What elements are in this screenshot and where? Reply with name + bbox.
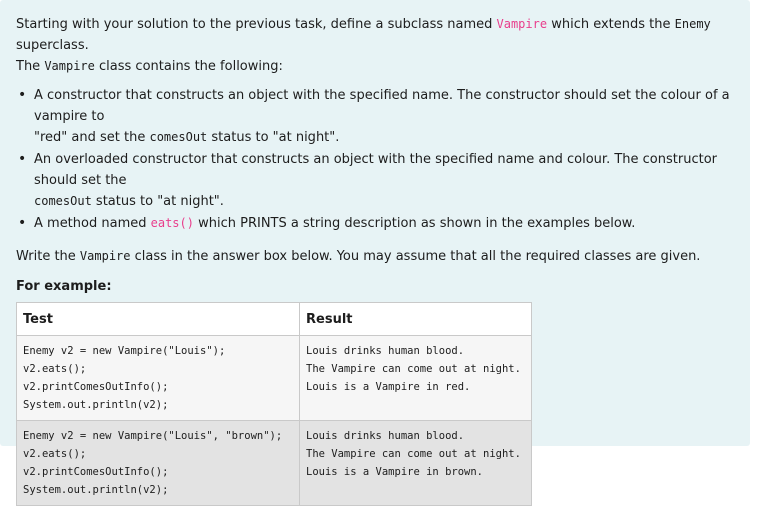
intro: Starting with your solution to the previ…	[16, 14, 744, 77]
code-line: v2.eats();	[23, 448, 87, 460]
class-name-code: Vampire	[496, 17, 548, 31]
question-text: Starting with your solution to the previ…	[16, 14, 744, 506]
intro-text: Starting with your solution to the previ…	[16, 17, 497, 32]
intro-text: which extends the	[547, 17, 675, 32]
code-line: System.out.println(v2);	[23, 484, 169, 496]
list-item-text: A method named	[34, 216, 151, 231]
list-item-text: which PRINTS a string description as sho…	[193, 216, 636, 231]
list-item: • A constructor that constructs an objec…	[16, 85, 744, 148]
table-header-row: Test Result	[16, 302, 532, 336]
class-name-code: Vampire	[79, 249, 131, 263]
class-name-code: Vampire	[44, 59, 95, 73]
instruction-text: Write the	[16, 249, 80, 264]
test-cell: Enemy v2 = new Vampire("Louis"); v2.eats…	[16, 335, 300, 421]
field-code: comesOut	[34, 194, 92, 208]
method-code: eats()	[150, 216, 194, 230]
intro-text: The	[16, 59, 45, 74]
bullet-icon: •	[18, 87, 27, 103]
code-line: Enemy v2 = new Vampire("Louis");	[23, 345, 226, 357]
intro-line-1: Starting with your solution to the previ…	[16, 14, 744, 56]
superclass-name-code: Enemy	[674, 17, 711, 31]
requirements-list: • A constructor that constructs an objec…	[16, 85, 744, 234]
table-row: Enemy v2 = new Vampire("Louis"); v2.eats…	[16, 335, 532, 421]
output-line: Louis drinks human blood.	[306, 430, 465, 442]
intro-text: class contains the following:	[94, 59, 283, 74]
list-item-text: "red" and set the	[34, 130, 150, 145]
list-item-text: An overloaded constructor that construct…	[34, 152, 717, 188]
header-test: Test	[16, 302, 300, 336]
write-instruction: Write the Vampire class in the answer bo…	[16, 246, 744, 267]
list-item: • An overloaded constructor that constru…	[16, 149, 744, 212]
intro-text: superclass.	[16, 38, 89, 53]
code-line: v2.eats();	[23, 363, 87, 375]
examples-table: Test Result Enemy v2 = new Vampire("Loui…	[16, 302, 532, 506]
test-cell: Enemy v2 = new Vampire("Louis", "brown")…	[16, 420, 300, 506]
output-line: The Vampire can come out at night.	[306, 448, 521, 460]
code-line: v2.printComesOutInfo();	[23, 381, 169, 393]
code-line: v2.printComesOutInfo();	[23, 466, 169, 478]
list-item-text: status to "at night".	[207, 130, 340, 145]
list-item-text: status to "at night".	[91, 194, 224, 209]
result-cell: Louis drinks human blood. The Vampire ca…	[299, 335, 532, 421]
result-cell: Louis drinks human blood. The Vampire ca…	[299, 420, 532, 506]
list-item: • A method named eats() which PRINTS a s…	[16, 213, 744, 234]
intro-line-2: The Vampire class contains the following…	[16, 56, 744, 77]
bullet-icon: •	[18, 151, 27, 167]
code-line: System.out.println(v2);	[23, 399, 169, 411]
output-line: Louis is a Vampire in brown.	[306, 466, 484, 478]
output-line: Louis is a Vampire in red.	[306, 381, 471, 393]
for-example-heading: For example:	[16, 279, 112, 294]
instruction-text: class in the answer box below. You may a…	[130, 249, 701, 264]
output-line: The Vampire can come out at night.	[306, 363, 521, 375]
field-code: comesOut	[149, 130, 208, 144]
output-line: Louis drinks human blood.	[306, 345, 465, 357]
list-item-text: A constructor that constructs an object …	[34, 88, 730, 124]
header-result: Result	[299, 302, 532, 336]
code-line: Enemy v2 = new Vampire("Louis", "brown")…	[23, 430, 283, 442]
table-row: Enemy v2 = new Vampire("Louis", "brown")…	[16, 420, 532, 506]
bullet-icon: •	[18, 215, 27, 231]
